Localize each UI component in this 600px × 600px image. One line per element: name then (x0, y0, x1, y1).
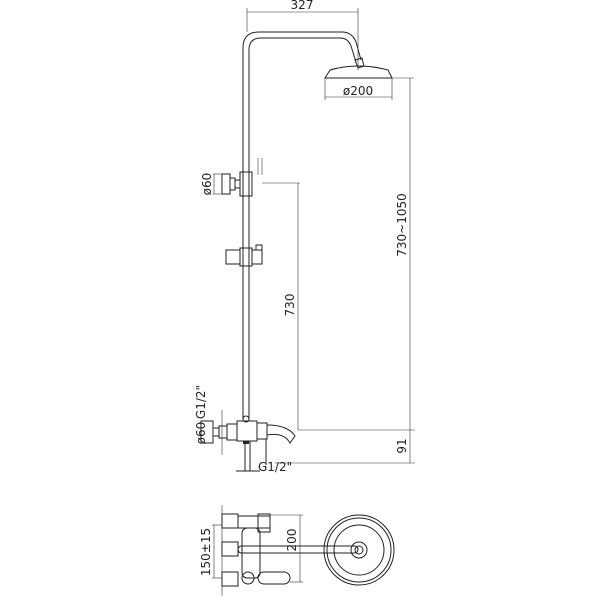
bracket-diameter-label: ø60 (200, 173, 214, 196)
upper-wall-bracket: ø60 (200, 158, 263, 197)
bar-length-label: 730 (283, 294, 297, 317)
top-view: 150±15 200 (199, 505, 395, 596)
inlet-spacing-label: 150±15 (199, 528, 213, 576)
head-diameter-dimension: ø200 (324, 78, 393, 100)
inlet-thread-label: G1/2" (194, 385, 208, 419)
bar-length-dimension: 730 (262, 182, 300, 430)
arm-reach-label: 327 (291, 0, 314, 12)
projection-label: 200 (285, 529, 299, 552)
head-diameter-label: ø200 (343, 84, 373, 98)
height-range-label: 730~1050 (395, 193, 409, 257)
hand-shower-slider (225, 244, 263, 267)
spout-height-label: 91 (395, 438, 409, 453)
arm-reach-dimension: 327 (246, 0, 359, 70)
mixer-plate-diameter-label: ø60 (194, 422, 208, 445)
height-dimension: 730~1050 91 (275, 77, 415, 464)
outlet-thread-label: G1/2" (258, 460, 292, 474)
bath-mixer: G1/2" ø60 G1/2" (194, 385, 296, 474)
riser-pipe (242, 31, 362, 420)
shower-head (324, 57, 393, 79)
